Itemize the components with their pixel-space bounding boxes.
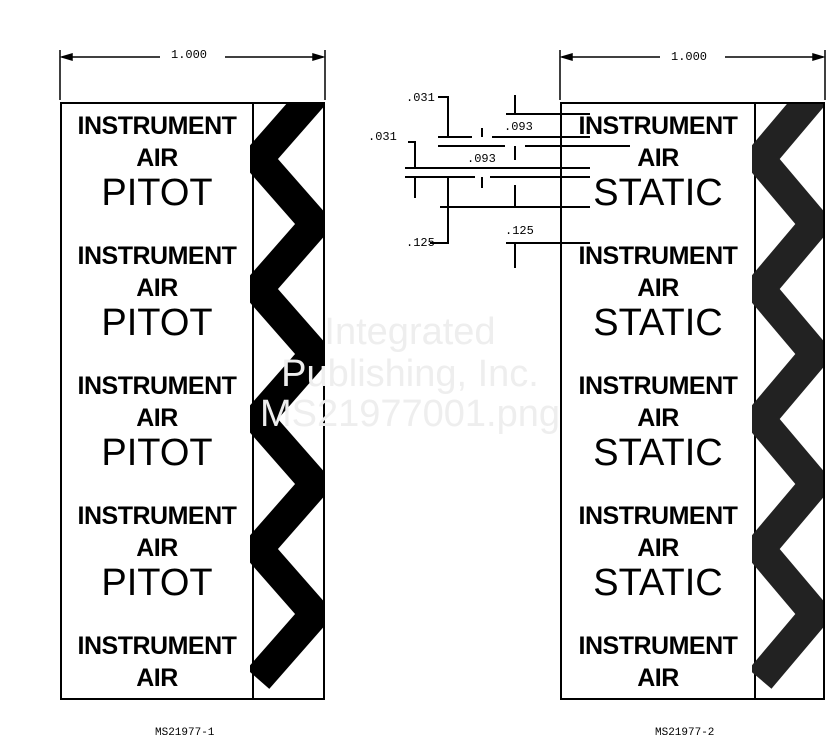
marker-label: AIR bbox=[136, 144, 178, 172]
marker-label: INSTRUMENT bbox=[578, 632, 738, 660]
marker-label: INSTRUMENT bbox=[77, 632, 237, 660]
marker-label: AIR bbox=[136, 534, 178, 562]
marker-type-label: STATIC bbox=[593, 432, 723, 474]
watermark-line-2: Publishing, Inc. bbox=[281, 353, 539, 395]
left-width-dimension: 1.000 bbox=[171, 48, 208, 62]
marker-label: INSTRUMENT bbox=[77, 502, 237, 530]
zigzag-pattern bbox=[752, 104, 823, 689]
marker-label: INSTRUMENT bbox=[578, 372, 738, 400]
marker-label: INSTRUMENT bbox=[77, 372, 237, 400]
marker-label: AIR bbox=[637, 534, 679, 562]
right-width-dimension: 1.000 bbox=[671, 50, 708, 64]
marker-type-label: PITOT bbox=[101, 432, 213, 474]
dim-125-a: .125 bbox=[406, 236, 435, 250]
marker-label: AIR bbox=[637, 404, 679, 432]
left-part-number: MS21977-1 bbox=[155, 727, 215, 739]
dim-093-b: .093 bbox=[467, 152, 496, 166]
marker-type-label: PITOT bbox=[101, 302, 213, 344]
dim-031-b: .031 bbox=[368, 130, 397, 144]
marker-type-label: PITOT bbox=[101, 172, 213, 214]
marker-label: INSTRUMENT bbox=[77, 112, 237, 140]
marker-label: INSTRUMENT bbox=[578, 112, 738, 140]
marker-label: INSTRUMENT bbox=[77, 242, 237, 270]
dim-031-a: .031 bbox=[406, 91, 435, 105]
dim-125-b: .125 bbox=[505, 224, 534, 238]
watermark-line-1: Integrated bbox=[324, 311, 496, 353]
marker-label: AIR bbox=[136, 404, 178, 432]
marker-type-label: PITOT bbox=[101, 562, 213, 604]
marker-label: AIR bbox=[637, 144, 679, 172]
marker-label: AIR bbox=[637, 274, 679, 302]
marker-label: INSTRUMENT bbox=[578, 242, 738, 270]
marker-type-label: STATIC bbox=[593, 562, 723, 604]
marker-label: AIR bbox=[136, 664, 178, 692]
watermark-line-3: MS21977001.png bbox=[259, 393, 561, 435]
marker-type-label: STATIC bbox=[593, 172, 723, 214]
marker-type-label: STATIC bbox=[593, 302, 723, 344]
marker-label: AIR bbox=[637, 664, 679, 692]
marker-label: AIR bbox=[136, 274, 178, 302]
dim-093-a: .093 bbox=[504, 120, 533, 134]
zigzag-pattern bbox=[250, 104, 323, 689]
marker-label: INSTRUMENT bbox=[578, 502, 738, 530]
right-part-number: MS21977-2 bbox=[655, 727, 715, 739]
